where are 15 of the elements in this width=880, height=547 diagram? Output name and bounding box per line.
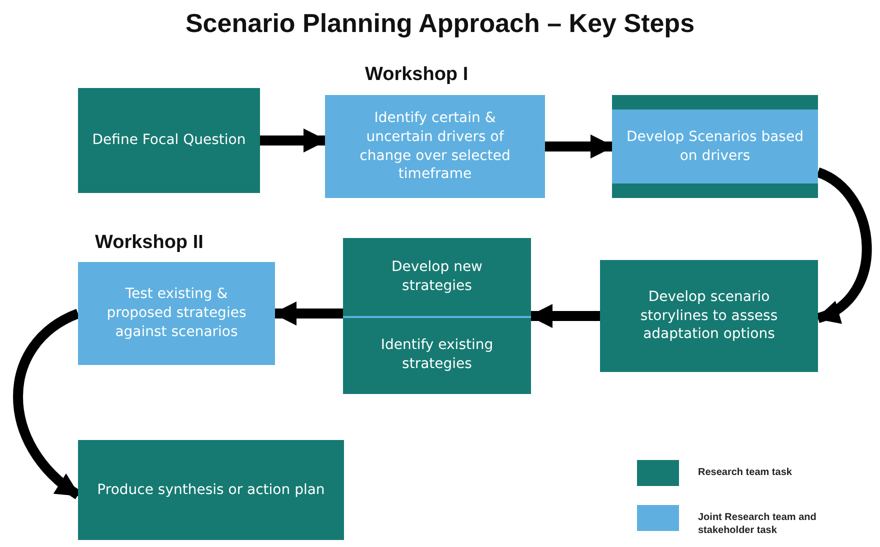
legend-text: Joint Research team and stakeholder task <box>698 511 818 537</box>
box-text: Identify certain & uncertain drivers of change over selected timeframe <box>358 108 512 184</box>
box-text: Develop Scenarios based on drivers <box>626 128 804 166</box>
arrow <box>545 134 614 158</box>
workshop-heading: Workshop II <box>95 232 204 254</box>
workshop-heading: Workshop I <box>365 64 468 86</box>
box-text: Define Focal Question <box>92 131 246 150</box>
box-text: Produce synthesis or action plan <box>97 480 325 500</box>
box-text: Develop new strategies <box>390 258 484 296</box>
diagram-title: Scenario Planning Approach – Key Steps <box>184 8 696 39</box>
arrow <box>260 128 328 152</box>
box-text: Develop scenario storylines to assess adaptation options <box>639 288 779 344</box>
legend-text: Research team task <box>698 466 793 479</box>
box-text: Test existing & proposed strategies against scenarios <box>106 285 248 342</box>
box-text: Identify existing strategies <box>380 336 494 374</box>
